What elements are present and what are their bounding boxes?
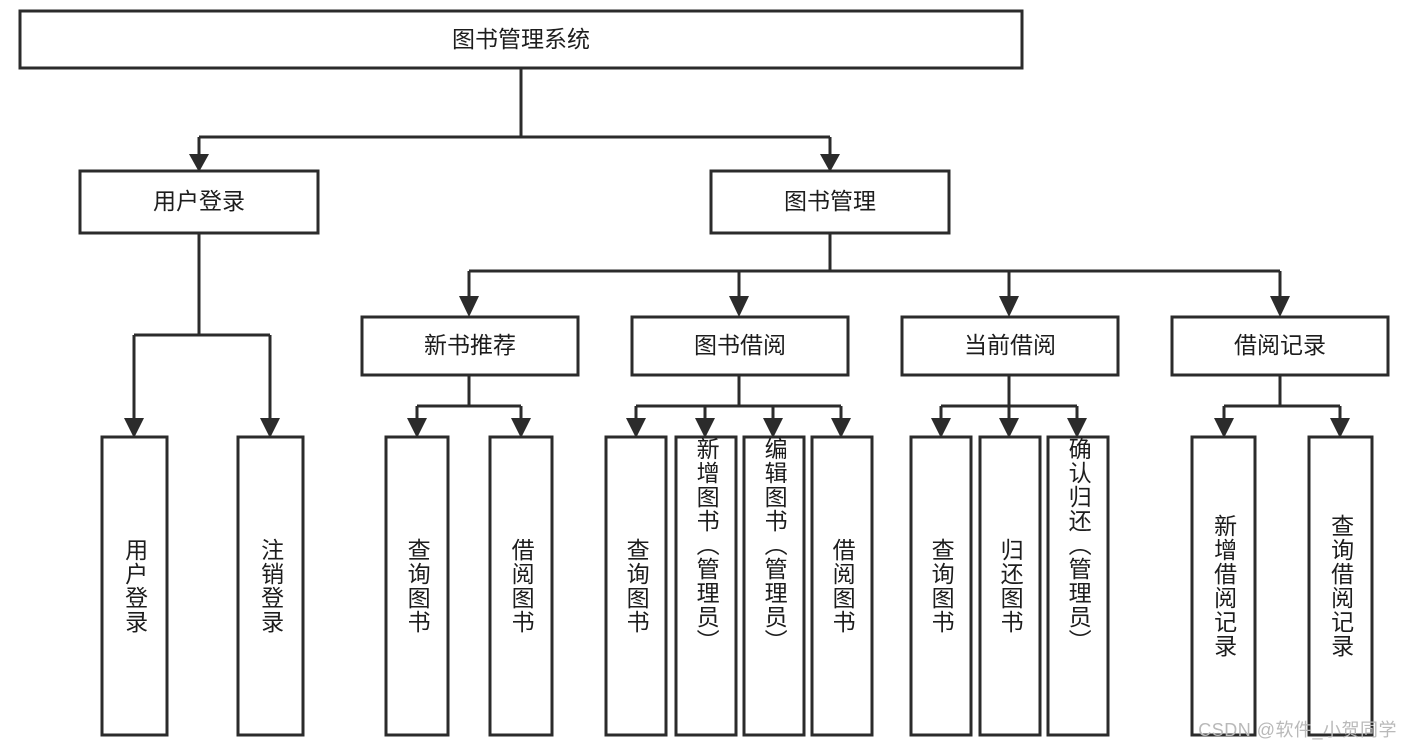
node-book-manage-rect[interactable] <box>709 169 951 235</box>
node-new-book-recommend[interactable]: 新书推荐 <box>360 315 580 377</box>
node-user-login-rect[interactable] <box>78 169 320 235</box>
node-leaf-logout-rect[interactable] <box>236 435 305 737</box>
node-leaf-user-login-rect[interactable] <box>100 435 169 737</box>
arrow-head-user-login <box>189 154 209 172</box>
connector-group-book-borrow <box>626 375 851 438</box>
node-leaf-return-book-rect[interactable] <box>978 435 1042 737</box>
node-book-manage-label: 图书管理 <box>784 188 876 214</box>
arrow-head-book-borrow <box>729 296 749 317</box>
arrow-head-leaf-add-record <box>1214 418 1234 438</box>
arrow-head-leaf-query-book-2 <box>626 418 646 438</box>
arrow-head-book-manage <box>820 154 840 172</box>
arrow-head-new-book-recommend <box>459 296 479 317</box>
connector-group-user-login <box>124 233 280 438</box>
leaf-rect-group <box>100 435 1374 737</box>
node-root[interactable]: 图书管理系统 <box>18 9 1024 70</box>
watermark-text: CSDN @软件_小贺同学 <box>1198 720 1397 740</box>
node-leaf-add-record-rect[interactable] <box>1190 435 1257 737</box>
node-book-borrow-rect[interactable] <box>630 315 850 377</box>
arrow-head-leaf-return-book <box>999 418 1019 438</box>
arrow-head-leaf-user-login <box>124 418 144 438</box>
arrow-head-current-borrow <box>999 296 1019 317</box>
arrow-head-leaf-add-book <box>695 418 715 438</box>
arrow-head-leaf-query-record <box>1330 418 1350 438</box>
node-book-manage[interactable]: 图书管理 <box>709 169 951 235</box>
node-new-book-recommend-label: 新书推荐 <box>424 332 516 358</box>
node-leaf-query-book-3-rect[interactable] <box>909 435 973 737</box>
arrow-head-leaf-confirm-return <box>1067 418 1087 438</box>
arrow-head-leaf-borrow-book-2 <box>831 418 851 438</box>
arrow-head-leaf-edit-book <box>763 418 783 438</box>
connector-group-borrow-record <box>1214 375 1350 438</box>
node-borrow-record[interactable]: 借阅记录 <box>1170 315 1390 377</box>
node-root-label: 图书管理系统 <box>452 26 590 52</box>
node-leaf-edit-book-rect[interactable] <box>742 435 806 737</box>
node-leaf-query-book-1-rect[interactable] <box>384 435 450 737</box>
connector-group-new-book-recommend <box>407 375 531 438</box>
node-book-borrow[interactable]: 图书借阅 <box>630 315 850 377</box>
arrow-head-leaf-query-book-1 <box>407 418 427 438</box>
arrow-head-borrow-record <box>1270 296 1290 317</box>
node-current-borrow[interactable]: 当前借阅 <box>900 315 1120 377</box>
arrow-head-leaf-logout <box>260 418 280 438</box>
node-user-login-label: 用户登录 <box>153 188 245 214</box>
node-current-borrow-label: 当前借阅 <box>964 332 1056 358</box>
node-leaf-query-book-2-rect[interactable] <box>604 435 668 737</box>
node-leaf-query-record-rect[interactable] <box>1307 435 1374 737</box>
node-borrow-record-label: 借阅记录 <box>1234 332 1326 358</box>
node-current-borrow-rect[interactable] <box>900 315 1120 377</box>
node-root-rect[interactable] <box>18 9 1024 70</box>
node-book-borrow-label: 图书借阅 <box>694 332 786 358</box>
arrow-head-leaf-borrow-book-1 <box>511 418 531 438</box>
node-leaf-add-book-rect[interactable] <box>674 435 738 737</box>
node-new-book-recommend-rect[interactable] <box>360 315 580 377</box>
node-leaf-confirm-return-rect[interactable] <box>1046 435 1110 737</box>
node-borrow-record-rect[interactable] <box>1170 315 1390 377</box>
arrow-head-leaf-query-book-3 <box>931 418 951 438</box>
node-user-login[interactable]: 用户登录 <box>78 169 320 235</box>
connector-group-root <box>189 68 840 172</box>
node-leaf-borrow-book-2-rect[interactable] <box>810 435 874 737</box>
node-leaf-borrow-book-1-rect[interactable] <box>488 435 554 737</box>
connector-group-current-borrow <box>931 375 1087 438</box>
connector-group-book-manage <box>459 233 1290 317</box>
